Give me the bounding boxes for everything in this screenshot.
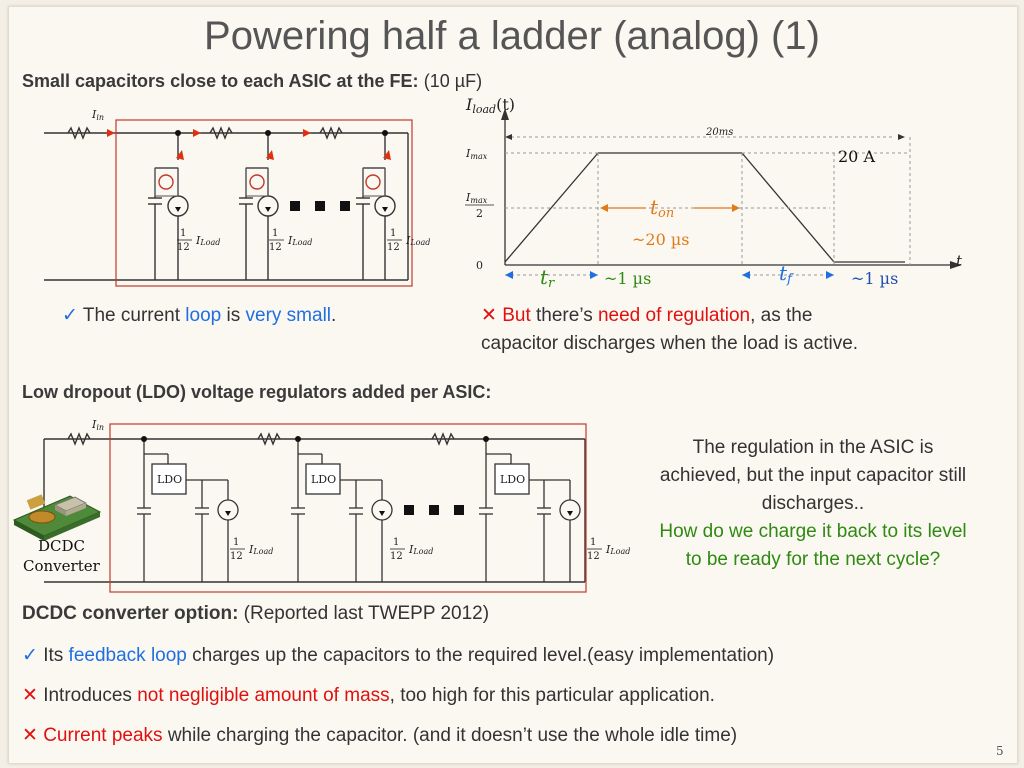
dcdc-label-line1: DCDC (38, 537, 85, 555)
point-loop-small: ✓ The current loop is very small. (62, 305, 337, 326)
section3-heading: DCDC converter option: (Reported last TW… (22, 603, 490, 624)
svg-text:ILoad: ILoad (287, 234, 312, 247)
circuit1-load-label-1: 1 12 ILoad (177, 228, 220, 253)
svg-text:ILoad: ILoad (195, 234, 220, 247)
graph-tf-value: ~1 µs (851, 269, 898, 288)
circuit1-iin: Iin (91, 108, 104, 122)
page-number: 5 (996, 744, 1004, 758)
section1-note: (10 µF) (423, 71, 483, 91)
svg-text:12: 12 (177, 242, 190, 253)
graph-imax-label: Imax (465, 147, 488, 161)
circuit1-load-label-2: 1 12 ILoad (269, 228, 312, 253)
graph-half-imax-label: Imax 2 (465, 191, 494, 220)
graph-ton-value: ~20 µs (632, 230, 689, 249)
bullet-mass: ✕ Introduces not negligible amount of ma… (22, 685, 715, 706)
section1-heading-text: Small capacitors close to each ASIC at t… (22, 71, 419, 91)
circuit1-load-label-3: 1 12 ILoad (387, 228, 430, 253)
cross-icon: ✕ (22, 685, 38, 706)
svg-text:12: 12 (387, 242, 400, 253)
svg-text:ILoad: ILoad (248, 543, 273, 556)
point-need-regulation-line2: capacitor discharges when the load is ac… (481, 333, 859, 354)
dcdc-board-icon (12, 494, 102, 541)
svg-text:ILoad: ILoad (408, 543, 433, 556)
svg-text:2: 2 (476, 207, 483, 220)
svg-text:ILoad: ILoad (605, 543, 630, 556)
regulation-text: The regulation in the ASIC is achieved, … (659, 437, 967, 570)
svg-text:12: 12 (390, 551, 403, 562)
svg-text:12: 12 (587, 551, 600, 562)
graph-ton-label: ton (650, 195, 674, 221)
graph-ylabel: Iload(t) (465, 95, 515, 116)
ldo-label-1: LDO (157, 473, 182, 486)
svg-text:1: 1 (393, 537, 399, 548)
bullet-current-peaks: ✕ Current peaks while charging the capac… (22, 725, 738, 746)
svg-text:1: 1 (233, 537, 239, 548)
ldo-label-3: LDO (500, 473, 525, 486)
svg-text:Imax: Imax (465, 191, 488, 205)
graph-period-label: 20ms (705, 127, 733, 138)
ldo-label-2: LDO (311, 473, 336, 486)
graph-zero-label: 0 (476, 259, 483, 272)
check-icon: ✓ (62, 305, 78, 326)
graph-tf-label: tf (779, 261, 794, 287)
circuit2-load-label-1: 1 12 ILoad (230, 537, 273, 562)
graph-t-label: t (956, 252, 963, 270)
svg-text:ILoad: ILoad (405, 234, 430, 247)
svg-text:1: 1 (272, 228, 278, 239)
cross-icon: ✕ (481, 305, 497, 326)
graph-tr-value: ~1 µs (604, 269, 651, 288)
circuit2-iin: Iin (91, 418, 104, 432)
slide-title: Powering half a ladder (analog) (1) (204, 14, 820, 58)
section2-heading: Low dropout (LDO) voltage regulators add… (22, 382, 492, 402)
svg-text:12: 12 (230, 551, 243, 562)
circuit2-load-label-2: 1 12 ILoad (390, 537, 433, 562)
svg-text:1: 1 (390, 228, 396, 239)
dcdc-label-line2: Converter (23, 557, 101, 575)
check-icon: ✓ (22, 645, 38, 666)
graph-peak-label: 20 A (838, 147, 875, 166)
cross-icon: ✕ (22, 725, 38, 746)
svg-text:1: 1 (180, 228, 186, 239)
svg-text:1: 1 (590, 537, 596, 548)
svg-text:12: 12 (269, 242, 282, 253)
graph-tr-label: tr (540, 265, 555, 291)
bullet-feedback-loop: ✓ Its feedback loop charges up the capac… (22, 645, 775, 666)
section1-heading: Small capacitors close to each ASIC at t… (22, 71, 482, 93)
circuit2-load-label-3: 1 12 ILoad (587, 537, 630, 562)
point-need-regulation: ✕ But there’s need of regulation, as the (481, 305, 813, 326)
